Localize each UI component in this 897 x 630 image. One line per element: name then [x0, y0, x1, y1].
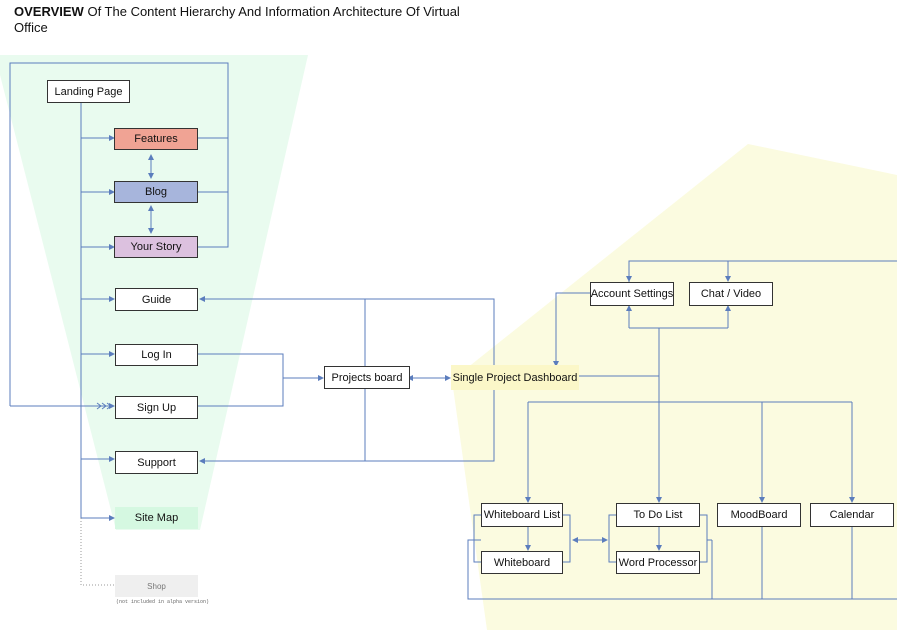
account-settings-node[interactable]: Account Settings: [590, 282, 674, 306]
calendar-node[interactable]: Calendar: [810, 503, 894, 527]
title-bold: OVERVIEW: [14, 4, 84, 19]
shop-note: (not included in alpha version): [116, 599, 210, 605]
moodboard-node[interactable]: MoodBoard: [717, 503, 801, 527]
site-map-node[interactable]: Site Map: [115, 507, 198, 529]
shop-node[interactable]: Shop: [115, 575, 198, 597]
your-story-node[interactable]: Your Story: [114, 236, 198, 258]
page-title: OVERVIEW Of The Content Hierarchy And In…: [14, 4, 494, 36]
guide-node[interactable]: Guide: [115, 288, 198, 311]
blog-node[interactable]: Blog: [114, 181, 198, 203]
log-in-node[interactable]: Log In: [115, 344, 198, 366]
loop-line: [9, 62, 229, 406]
landing-page-node[interactable]: Landing Page: [47, 80, 130, 103]
chat-video-node[interactable]: Chat / Video: [689, 282, 773, 306]
whiteboard-node[interactable]: Whiteboard: [481, 551, 563, 574]
to-do-list-node[interactable]: To Do List: [616, 503, 700, 527]
sign-up-node[interactable]: Sign Up: [115, 396, 198, 419]
projects-board-node[interactable]: Projects board: [324, 366, 410, 389]
word-processor-node[interactable]: Word Processor: [616, 551, 700, 574]
whiteboard-list-node[interactable]: Whiteboard List: [481, 503, 563, 527]
features-node[interactable]: Features: [114, 128, 198, 150]
support-node[interactable]: Support: [115, 451, 198, 474]
single-project-dashboard-node[interactable]: Single Project Dashboard: [451, 365, 579, 390]
title-rest: Of The Content Hierarchy And Information…: [14, 4, 460, 35]
